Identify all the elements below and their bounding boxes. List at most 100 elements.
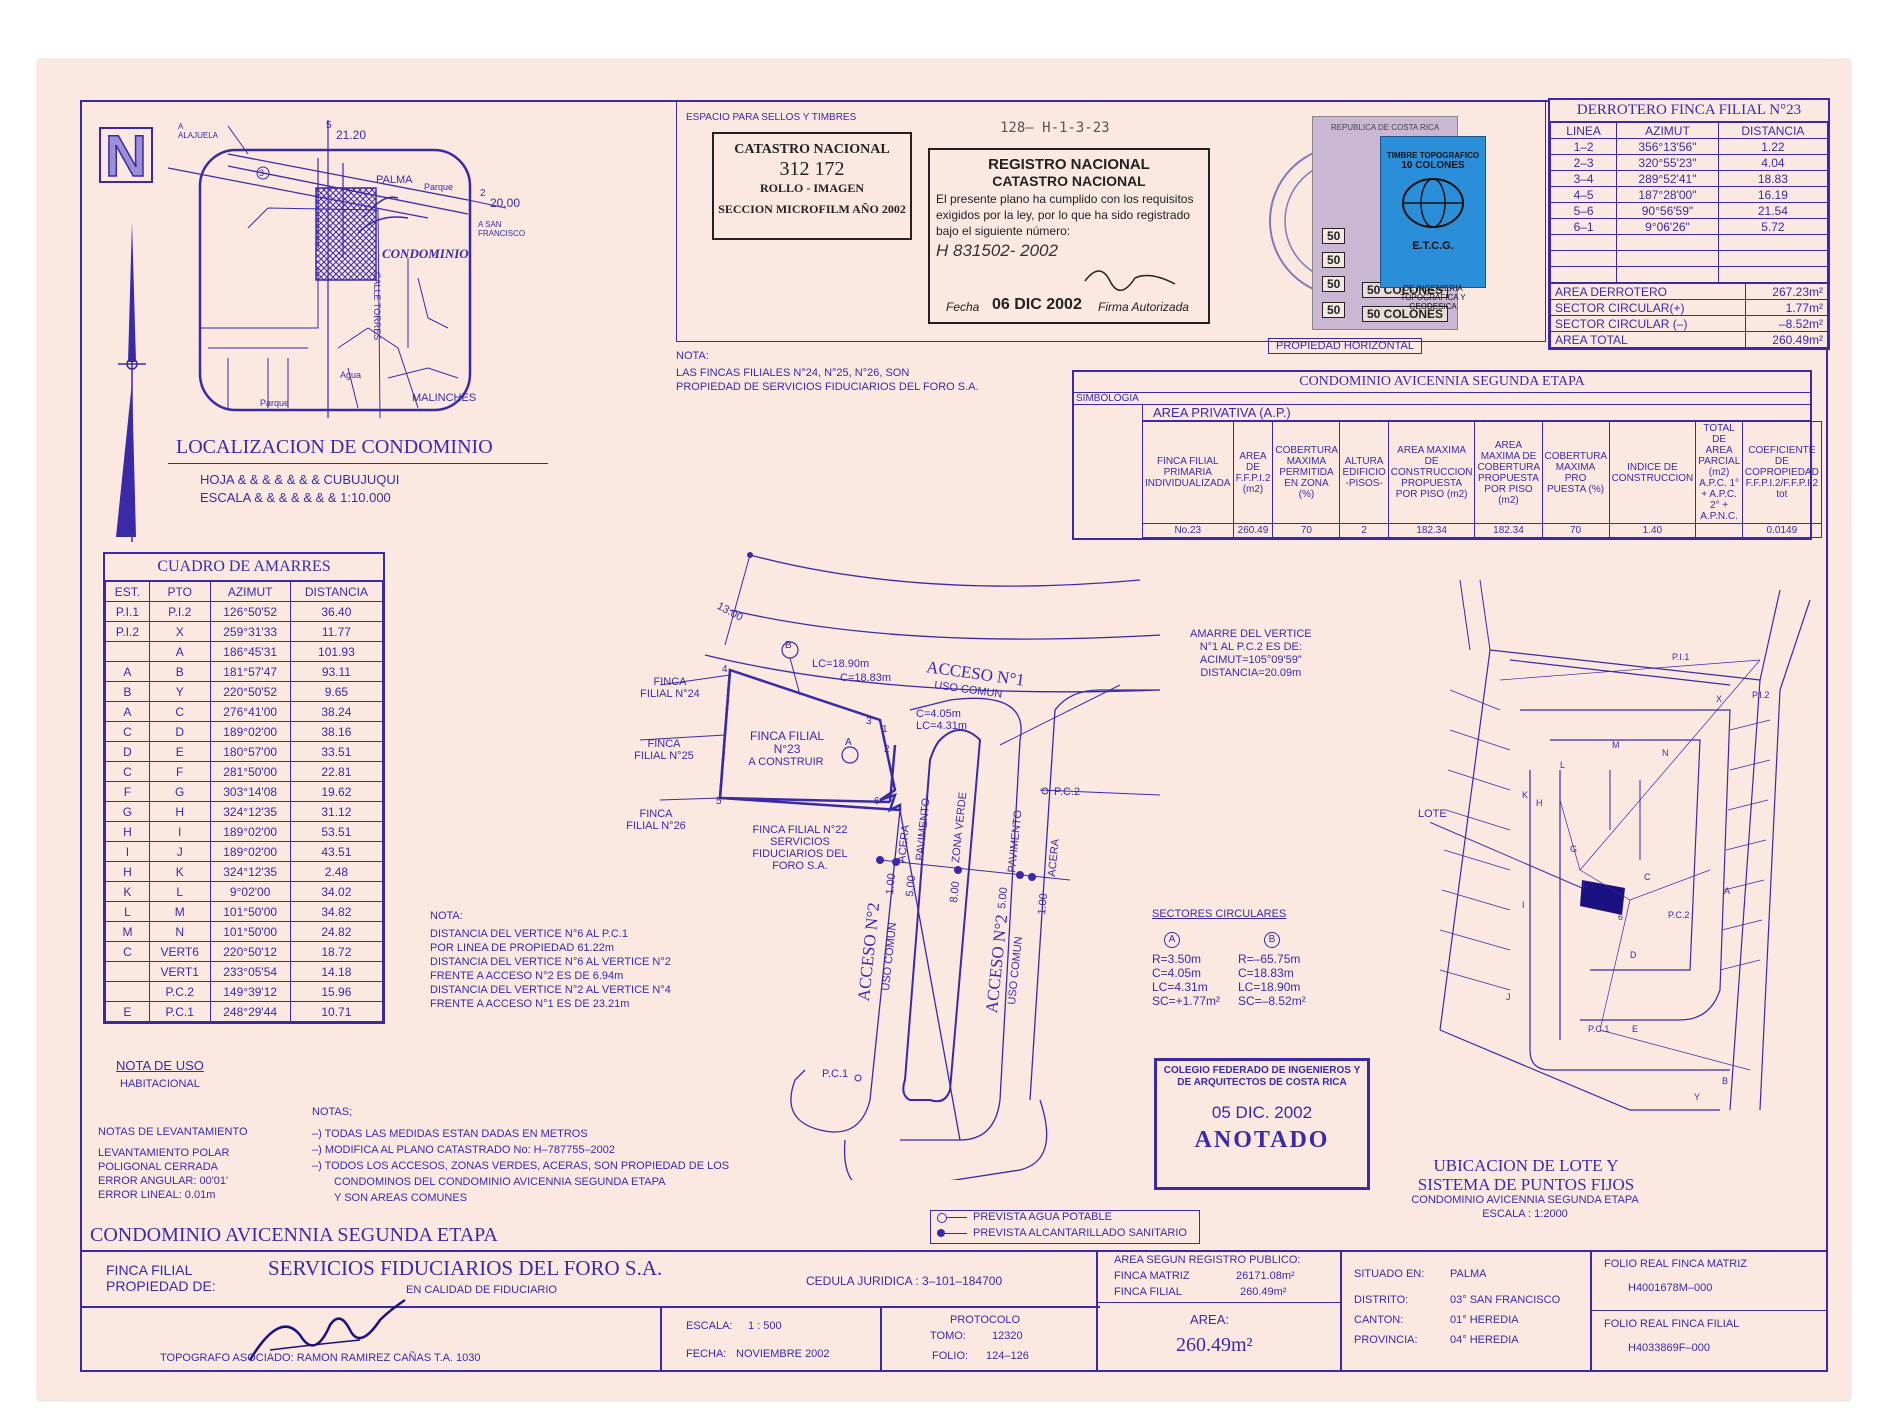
table-cell: A [148, 641, 211, 662]
table-cell: L [105, 901, 150, 922]
table-cell: 101°50'00 [209, 901, 291, 922]
table-cell: 181°57'47 [209, 661, 291, 682]
site-plan [639, 552, 1160, 1180]
table-cell: 34.82 [289, 901, 384, 922]
ubicacion-pc1: P.C.1 [1588, 1024, 1610, 1034]
vertex-2: 2 [884, 744, 890, 755]
etcg-text: DE INGENIERIA TOPOGRAFICA Y GEODESICA [1400, 284, 1466, 311]
c1-label: C=18.83m [840, 672, 892, 684]
sectores-a-marker: A [1164, 932, 1180, 948]
vertex-4: 4 [722, 664, 728, 675]
table-cell: 101.93 [289, 641, 384, 662]
table-cell: P.I.2 [148, 601, 211, 622]
table-cell: 101°50'00 [209, 921, 291, 942]
table-cell: 5.72 [1717, 218, 1829, 235]
nota-vertices-line: POR LINEA DE PROPIEDAD 61.22m [430, 942, 615, 954]
table-header: PTO [148, 581, 211, 602]
amarres-title: CUADRO DE AMARRES [105, 554, 383, 581]
vertex-3: 3 [866, 716, 872, 727]
table-cell: 9.65 [289, 681, 384, 702]
table-header: DISTANCIA [289, 581, 384, 602]
legend-alcantarillado: PREVISTA ALCANTARILLADO SANITARIO [973, 1227, 1187, 1239]
nota-fincas-title: NOTA: [676, 350, 709, 362]
sector-b-line: SC=–8.52m² [1238, 994, 1306, 1008]
notas-lines: –) TODAS LAS MEDIDAS ESTAN DADAS EN METR… [312, 1126, 729, 1206]
sector-b-line: LC=18.90m [1238, 980, 1301, 994]
table-cell: 15.96 [289, 981, 384, 1002]
table-header: AZIMUT [209, 581, 291, 602]
catastro-stamp-number: 312 172 [779, 158, 845, 180]
republica-label: REPUBLICA DE COSTA RICA [1330, 123, 1440, 132]
map-label-alajuela: A ALAJUELA [178, 122, 219, 140]
table-header: INDICE DE CONSTRUCCION [1608, 421, 1697, 524]
table-cell: 34.02 [289, 881, 384, 902]
finca-filial-label: FINCA FILIAL PROPIEDAD DE: [106, 1262, 216, 1294]
table-row-empty [1549, 234, 1829, 251]
table-cell: 93.11 [289, 661, 384, 682]
tomo-label: TOMO: [930, 1330, 966, 1342]
ubicacion-f: F [1582, 880, 1588, 890]
nota-vertices-line: FRENTE A ACCESO N°2 ES DE 6.94m [430, 970, 624, 982]
label-b: B [785, 640, 792, 651]
amarre-note: AMARRE DEL VERTICE N°1 AL P.C.2 ES DE: A… [1190, 628, 1312, 680]
map-label-parque-top: Parque [424, 182, 454, 192]
ubicacion-escala: ESCALA : 1:2000 [1482, 1208, 1568, 1220]
table-cell: 53.51 [289, 821, 384, 842]
fecha-label: FECHA: [686, 1348, 727, 1360]
table-cell: VERT1 [148, 961, 211, 982]
finca-filial-area-label: FINCA FILIAL [1114, 1286, 1182, 1298]
map-label-parque-bottom: Parque [260, 398, 290, 408]
timbre-topografico: TIMBRE TOPOGRAFICO 10 COLONES E.T.C.G. D… [1380, 136, 1486, 311]
table-cell: 33.51 [289, 741, 384, 762]
timbre-value: 10 COLONES [1401, 160, 1465, 171]
sectores-title: SECTORES CIRCULARES [1152, 908, 1287, 920]
folio-label: FOLIO: [932, 1350, 969, 1362]
folio-filial-label: FOLIO REAL FINCA FILIAL [1604, 1318, 1740, 1330]
area-value: 260.49m² [1176, 1334, 1253, 1356]
ubicacion-c: C [1644, 872, 1651, 882]
table-cell: A [105, 701, 150, 722]
ubicacion-i: I [1522, 900, 1525, 910]
ubicacion-g: G [1570, 844, 1578, 854]
levantamiento-line: ERROR ANGULAR: 00'01' [98, 1175, 229, 1187]
stamp-50-a: 50 [1322, 228, 1346, 244]
area-row: SECTOR CIRCULAR(+)1.77m² [1550, 299, 1829, 316]
levantamiento-title: NOTAS DE LEVANTAMIENTO [98, 1126, 248, 1138]
ubicacion-pc2: P.C.2 [1668, 910, 1690, 920]
localizacion-escala: ESCALA & & & & & & & 1:10.000 [200, 490, 391, 505]
table-cell: E [105, 1001, 150, 1022]
registro-subtitle: CATASTRO NACIONAL [992, 173, 1146, 189]
table-cell: 1.40 [1608, 523, 1697, 538]
table-cell: B [105, 681, 150, 702]
table-cell: 16.19 [1717, 186, 1829, 203]
table-cell: 2.48 [289, 861, 384, 882]
table-header: ALTURA EDIFICIO -PISOS- [1339, 421, 1389, 524]
table-cell: 38.24 [289, 701, 384, 722]
table-cell [1717, 266, 1829, 283]
ubicacion-a: A [1724, 886, 1731, 896]
table-cell: 189°02'00 [209, 841, 291, 862]
sectores-b: R=–65.75m C=18.83m LC=18.90m SC=–8.52m² [1238, 952, 1306, 1008]
map-label-top-coord: 21.20 [336, 128, 367, 142]
location-map [168, 120, 507, 418]
table-row-empty [1549, 266, 1829, 283]
table-cell: 189°02'00 [209, 721, 291, 742]
distrito-value: 03° SAN FRANCISCO [1450, 1294, 1561, 1306]
area-row: SECTOR CIRCULAR (–)–8.52m² [1550, 315, 1829, 332]
area-label: AREA: [1190, 1312, 1230, 1327]
map-label-top-num: 5 [326, 120, 332, 131]
table-cell: M [148, 901, 211, 922]
alcantarillado-icon [937, 1229, 945, 1237]
